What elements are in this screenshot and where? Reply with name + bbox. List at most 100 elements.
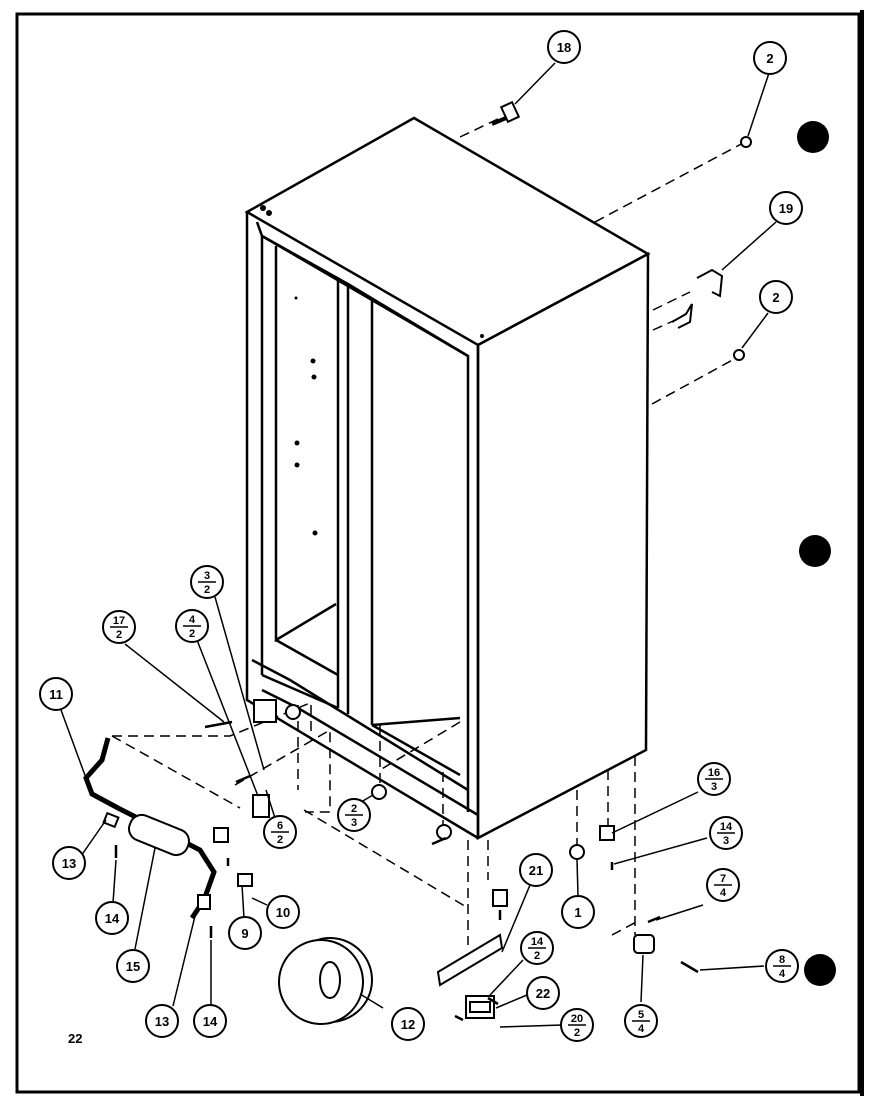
callout-c22: 22 xyxy=(526,976,560,1010)
callout-quantity: 4 xyxy=(638,1023,645,1035)
hinge-bracket-19 xyxy=(696,268,724,298)
callout-c2b: 2 xyxy=(759,280,793,314)
callout-label: 13 xyxy=(155,1014,169,1029)
hinge-bracket-19b xyxy=(671,303,693,329)
callout-label: 1 xyxy=(574,905,581,920)
dashed-leaders xyxy=(111,117,746,945)
callout-part-number: 16 xyxy=(708,767,720,779)
callout-circle xyxy=(95,901,129,935)
callout-part-number: 4 xyxy=(189,614,196,626)
callout-c17_2: 172 xyxy=(102,610,136,644)
callout-c2a: 2 xyxy=(753,41,787,75)
callout-part-number: 17 xyxy=(113,615,125,627)
callout-circle xyxy=(753,41,787,75)
callout-part-number: 8 xyxy=(779,954,785,966)
callout-c10: 10 xyxy=(266,895,300,929)
rail-21 xyxy=(436,933,504,987)
callout-c14_3: 143 xyxy=(709,816,743,850)
callout-c9: 9 xyxy=(228,916,262,950)
registration-dot xyxy=(804,954,836,986)
callout-leaders xyxy=(60,62,777,1028)
callout-c21: 21 xyxy=(519,853,553,887)
callout-c4_2: 42 xyxy=(175,609,209,643)
callout-part-number: 7 xyxy=(720,873,726,885)
callout-c7_4: 74 xyxy=(706,868,740,902)
callout-quantity: 4 xyxy=(779,968,786,980)
leveler xyxy=(285,704,301,720)
callout-circle xyxy=(526,976,560,1010)
callout-part-number: 6 xyxy=(277,820,283,832)
callout-circle xyxy=(561,895,595,929)
screw-18 xyxy=(491,100,521,126)
callout-label: 14 xyxy=(105,911,120,926)
callout-label: 15 xyxy=(126,959,140,974)
callout-c19: 19 xyxy=(769,191,803,225)
callout-label: 19 xyxy=(779,201,793,216)
callout-label: 22 xyxy=(536,986,550,1001)
callout-c11: 11 xyxy=(39,677,73,711)
clip-16 xyxy=(599,825,615,841)
callout-part-number: 2 xyxy=(351,803,357,815)
registration-dot xyxy=(797,121,829,153)
callout-part-number: 5 xyxy=(638,1009,644,1021)
screws xyxy=(114,720,699,1022)
callout-quantity: 2 xyxy=(574,1027,580,1039)
callout-circle xyxy=(547,30,581,64)
nut-2-upper xyxy=(740,136,752,148)
callout-c5_4: 54 xyxy=(624,1004,658,1038)
callout-c18: 18 xyxy=(547,30,581,64)
callout-circle xyxy=(116,949,150,983)
callout-circle xyxy=(145,1004,179,1038)
clip xyxy=(492,889,508,907)
callout-part-number: 14 xyxy=(720,821,733,833)
callout-circle xyxy=(391,1007,425,1041)
callout-c13b: 13 xyxy=(145,1004,179,1038)
ring-12 xyxy=(278,937,373,1025)
callout-c14a: 14 xyxy=(95,901,129,935)
callout-label: 18 xyxy=(557,40,571,55)
callout-quantity: 2 xyxy=(204,584,210,596)
callout-label: 11 xyxy=(49,687,63,702)
callout-label: 13 xyxy=(62,856,76,871)
cabinet xyxy=(244,116,651,841)
callout-circle xyxy=(228,916,262,950)
clip xyxy=(213,827,229,843)
callout-label: 21 xyxy=(529,863,543,878)
leveler xyxy=(371,784,387,800)
callout-c6_2: 62 xyxy=(263,815,297,849)
callout-c14b: 14 xyxy=(193,1004,227,1038)
callout-quantity: 2 xyxy=(116,629,122,641)
leveler-1 xyxy=(569,844,585,860)
callout-quantity: 2 xyxy=(189,628,195,640)
callout-part-number: 14 xyxy=(531,936,544,948)
callout-label: 9 xyxy=(241,926,248,941)
corner-block xyxy=(253,699,277,723)
callout-c2_3: 23 xyxy=(337,798,371,832)
callout-circle xyxy=(759,280,793,314)
callout-circle xyxy=(769,191,803,225)
callout-c20_2: 202 xyxy=(560,1008,594,1042)
callout-quantity: 2 xyxy=(277,834,283,846)
drain-tube-15 xyxy=(83,737,217,920)
callout-circle xyxy=(193,1004,227,1038)
page-number: 22 xyxy=(68,1031,82,1046)
callout-c1: 1 xyxy=(561,895,595,929)
callout-quantity: 3 xyxy=(351,817,357,829)
callout-label: 10 xyxy=(276,905,290,920)
parts xyxy=(83,100,752,1025)
callout-quantity: 2 xyxy=(534,950,540,962)
callout-quantity: 3 xyxy=(711,781,717,793)
callout-c3_2: 32 xyxy=(190,565,224,599)
callout-label: 2 xyxy=(766,51,773,66)
callout-quantity: 3 xyxy=(723,835,729,847)
mount-bracket xyxy=(252,794,270,818)
callout-c12: 12 xyxy=(391,1007,425,1041)
callout-part-number: 20 xyxy=(571,1013,583,1025)
caster-5 xyxy=(633,934,655,954)
registration-dot xyxy=(799,535,831,567)
callout-c16_3: 163 xyxy=(697,762,731,796)
callout-c13a: 13 xyxy=(52,846,86,880)
callout-label: 2 xyxy=(772,290,779,305)
